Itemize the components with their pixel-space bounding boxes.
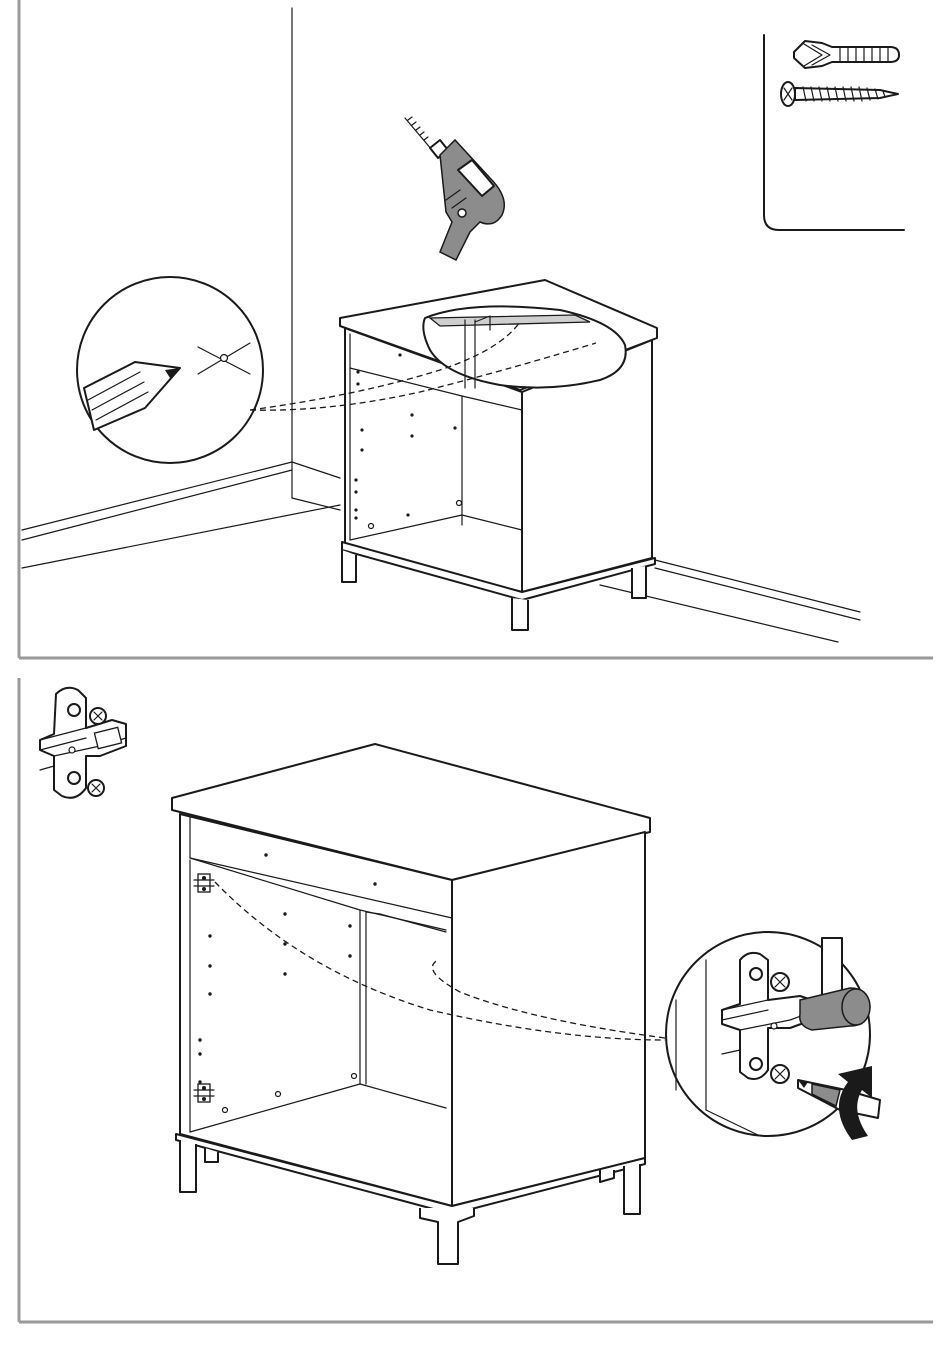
wall-screw-icon: [781, 82, 898, 106]
hardware-box: [764, 35, 904, 230]
wall-plug-icon: [794, 41, 899, 68]
step-2-panel: [0, 670, 950, 1369]
step-1-panel: [0, 0, 950, 662]
hinge-mounting-plate-icon: [40, 688, 126, 798]
power-drill-icon: [405, 117, 504, 260]
pencil-mark-detail: [77, 277, 263, 463]
